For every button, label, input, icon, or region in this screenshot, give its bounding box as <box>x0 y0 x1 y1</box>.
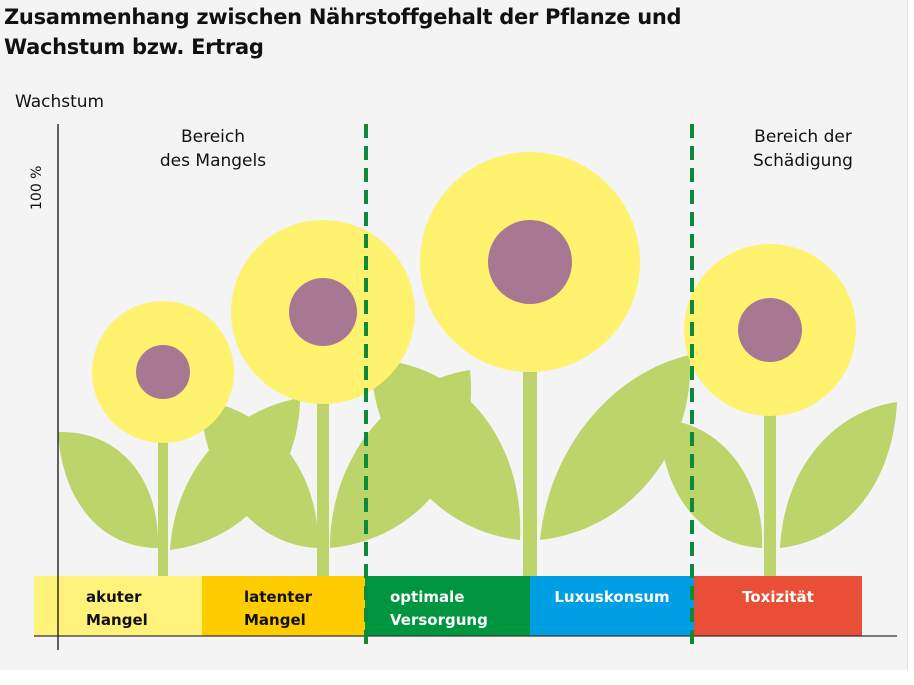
band-2 <box>365 576 530 636</box>
title-line-2: Wachstum bzw. Ertrag <box>4 35 264 59</box>
band-label-2-line2: Versorgung <box>390 611 488 629</box>
band-label-2-line1: optimale <box>390 588 464 606</box>
flower-4 <box>684 244 856 416</box>
stem <box>317 378 329 576</box>
y-tick-100: 100 % <box>29 166 45 210</box>
region-damage-line1: Bereich der <box>754 127 852 147</box>
band-label-0-line2: Mangel <box>86 611 148 629</box>
leaf <box>660 420 763 548</box>
diagram-title: Zusammenhang zwischen Nährstoffgehalt de… <box>4 2 682 62</box>
leaf <box>58 431 159 548</box>
region-damage-line2: Schädigung <box>753 151 853 171</box>
stem <box>158 420 168 576</box>
band-3 <box>530 576 694 636</box>
leaf <box>200 400 319 548</box>
stem <box>523 340 537 576</box>
band-label-4-line1: Toxizität <box>742 588 814 606</box>
flower-3 <box>420 152 640 372</box>
band-label-0-line1: akuter <box>86 588 142 606</box>
flower-disk <box>488 220 572 304</box>
band-1 <box>202 576 365 636</box>
flower-disk <box>738 298 802 362</box>
flower-2 <box>231 220 415 404</box>
region-deficiency-line1: Bereich <box>181 127 245 147</box>
title-line-1: Zusammenhang zwischen Nährstoffgehalt de… <box>4 5 682 29</box>
stem <box>764 390 776 576</box>
band-label-1-line1: latenter <box>244 588 313 606</box>
band-0 <box>34 576 202 636</box>
stems <box>158 340 776 576</box>
flower-disk <box>289 278 357 346</box>
band-4 <box>694 576 862 636</box>
flower-disk <box>136 345 190 399</box>
leaf <box>370 360 521 540</box>
flower-1 <box>92 301 234 443</box>
diagram-canvas: Zusammenhang zwischen Nährstoffgehalt de… <box>0 0 908 670</box>
y-axis-label: Wachstum <box>15 92 104 112</box>
band-label-1-line2: Mangel <box>244 611 306 629</box>
leaf <box>780 402 897 548</box>
region-deficiency-line2: des Mangels <box>160 151 266 171</box>
band-label-3-line1: Luxuskonsum <box>554 588 669 606</box>
leaf <box>540 355 691 540</box>
